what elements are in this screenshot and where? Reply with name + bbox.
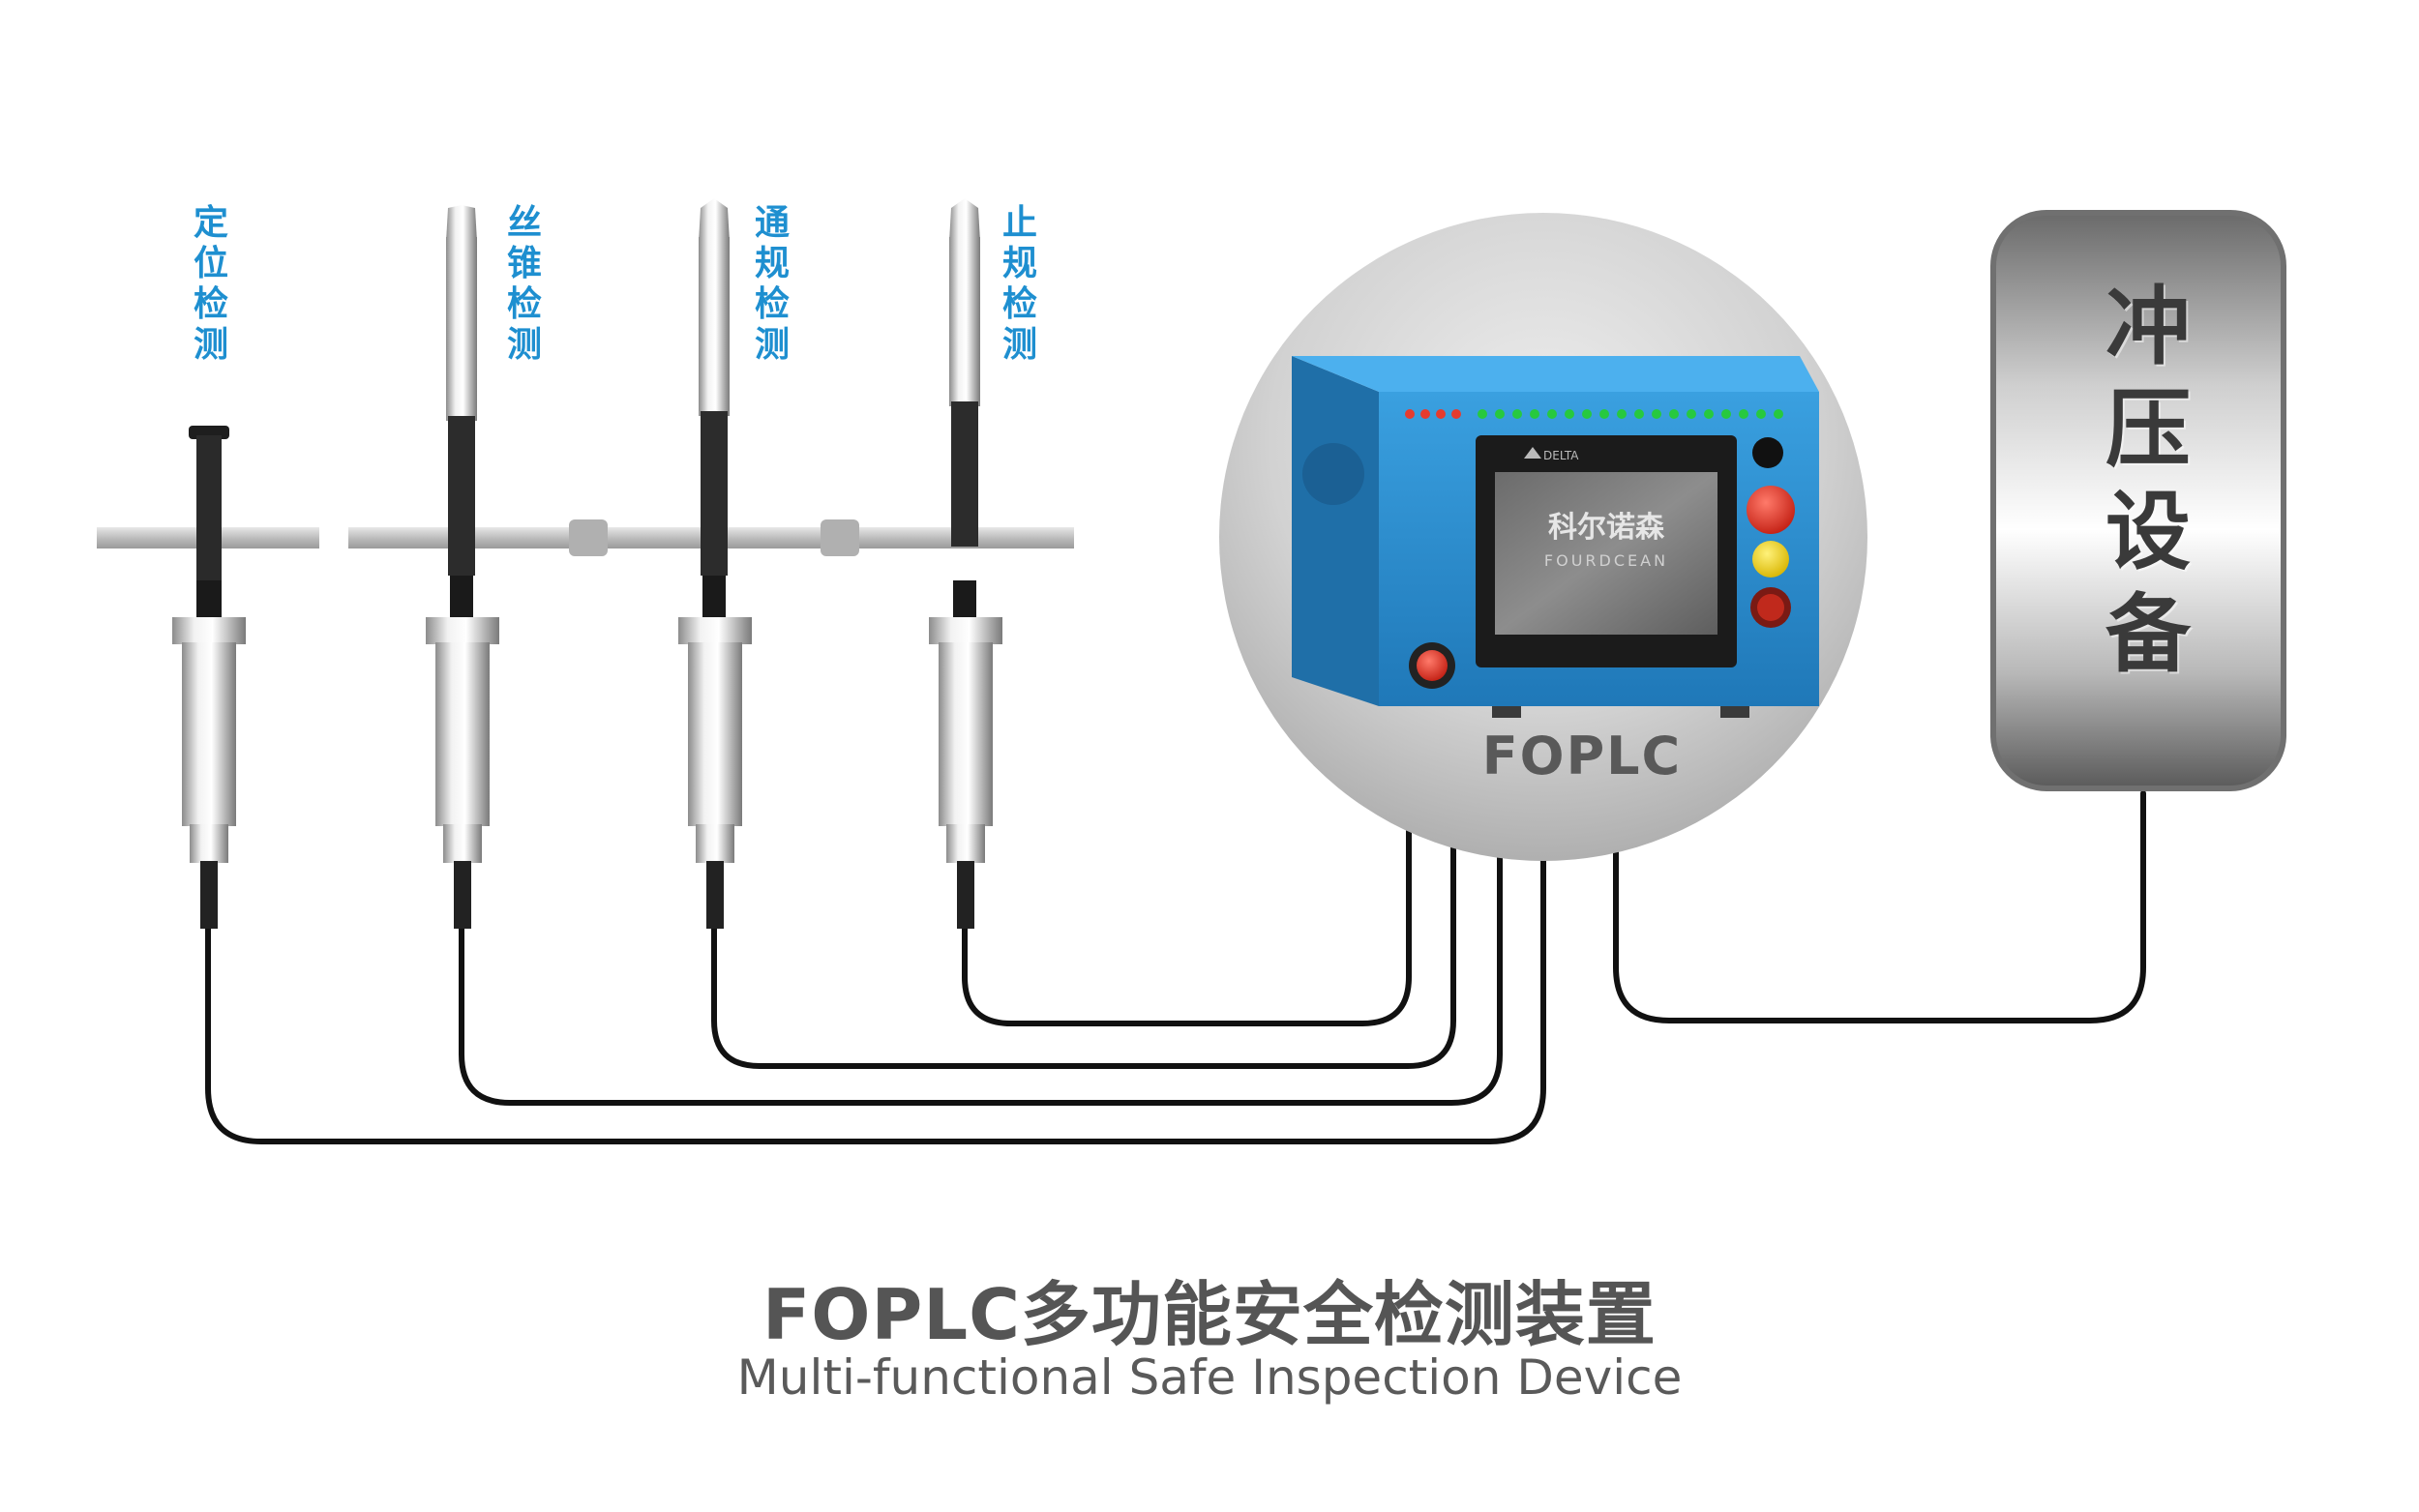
probe-label-go-gauge: 通 规 检 测 — [754, 203, 790, 365]
probe-label-positioning: 定 位 检 测 — [193, 203, 228, 365]
hmi-brand: DELTA — [1543, 449, 1579, 462]
controller-name: FOPLC — [1481, 726, 1683, 786]
cables — [205, 790, 2146, 1144]
yellow-button-icon — [1752, 541, 1789, 578]
probe-nogo-gauge — [929, 198, 1002, 929]
probe-tap — [426, 205, 499, 929]
fixture-plate — [97, 519, 1074, 556]
screen-brand-en: FOURDCEAN — [1544, 551, 1668, 570]
press-label: 冲 压 设 备 — [2105, 277, 2191, 684]
probe-positioning — [172, 426, 246, 929]
probe-label-nogo-gauge: 止 规 检 测 — [1001, 203, 1037, 365]
screen-brand-cn: 科尔诺森 — [1548, 511, 1665, 545]
controller-unit: 科尔诺森 FOURDCEAN DELTA — [1292, 356, 1819, 718]
page-title-en: Multi-functional Safe Inspection Device — [736, 1349, 1683, 1406]
probe-label-tap: 丝 锥 检 测 — [506, 203, 542, 365]
delta-logo-icon — [1524, 447, 1541, 459]
page-title-cn: FOPLC多功能安全检测装置 — [762, 1274, 1657, 1355]
input-indicators — [1478, 409, 1783, 419]
press-equipment — [1990, 210, 2286, 791]
selector-knob-icon — [1752, 437, 1783, 468]
probe-go-gauge — [678, 198, 752, 929]
red-button-icon — [1747, 486, 1795, 534]
alarm-indicators — [1405, 409, 1461, 419]
